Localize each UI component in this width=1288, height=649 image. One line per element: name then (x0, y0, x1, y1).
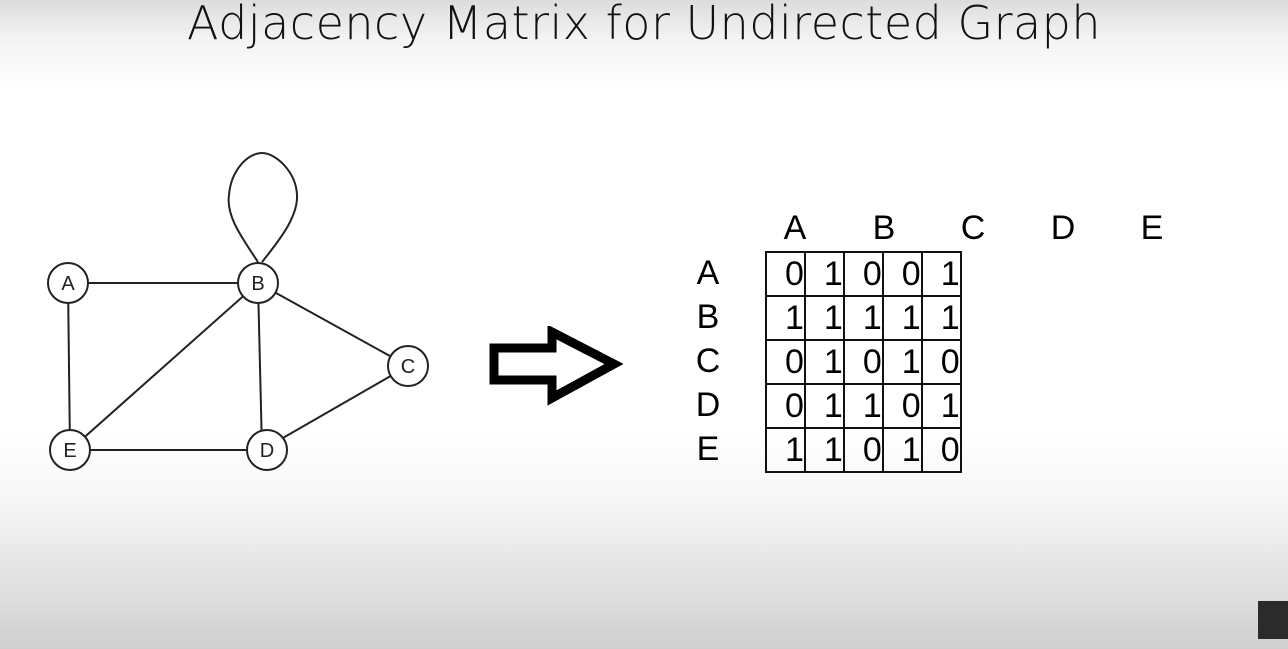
matrix-cell: 1 (803, 339, 845, 385)
row-header-b: B (696, 298, 720, 336)
node-d: D (246, 429, 288, 471)
matrix-cell: 1 (920, 383, 962, 429)
matrix-cell: 1 (881, 295, 923, 341)
matrix-row-b: 1 1 1 1 1 (765, 295, 962, 341)
matrix-cell: 0 (765, 339, 806, 385)
matrix-cell: 0 (842, 251, 884, 297)
matrix-cell: 1 (765, 295, 806, 341)
matrix-cell: 0 (920, 427, 962, 473)
row-header-a: A (696, 254, 720, 292)
matrix-cell: 1 (765, 427, 806, 473)
matrix-row-a: 0 1 0 0 1 (765, 251, 962, 297)
page-title: Adjacency Matrix for Undirected Graph (186, 0, 1102, 50)
matrix-cell: 0 (881, 383, 923, 429)
matrix-cell: 0 (765, 383, 806, 429)
edge-A-E (67, 282, 71, 451)
node-label-d: D (260, 440, 274, 462)
matrix-row-d: 0 1 1 0 1 (765, 383, 962, 429)
row-header-d: D (695, 386, 721, 424)
channel-logo-icon (1258, 601, 1288, 639)
matrix-cell: 1 (920, 251, 962, 297)
node-label-c: C (401, 356, 415, 378)
matrix-grid: 0 1 0 0 1 1 1 1 1 1 0 1 0 1 0 0 1 1 0 1 (765, 251, 962, 473)
col-header-d: D (1050, 209, 1076, 247)
matrix-cell: 1 (881, 427, 923, 473)
edge-C-D (261, 365, 409, 451)
matrix-cell: 0 (842, 339, 884, 385)
matrix-cell: 0 (881, 251, 923, 297)
node-e: E (49, 429, 91, 471)
col-header-e: E (1140, 209, 1164, 247)
graph-diagram: A B C D E (47, 151, 429, 471)
col-header-a: A (783, 209, 807, 247)
matrix-cell: 1 (920, 295, 962, 341)
row-header-c: C (695, 342, 721, 380)
matrix-cell: 0 (920, 339, 962, 385)
col-header-b: B (872, 209, 896, 247)
node-label-a: A (61, 273, 75, 295)
matrix-cell: 1 (881, 339, 923, 385)
matrix-row-c: 0 1 0 1 0 (765, 339, 962, 385)
node-c: C (387, 345, 429, 387)
matrix-cell: 0 (842, 427, 884, 473)
matrix-cell: 1 (842, 383, 884, 429)
matrix-cell: 1 (803, 383, 845, 429)
node-a: A (47, 262, 89, 304)
edge-B-E (69, 282, 259, 451)
node-b: B (237, 262, 279, 304)
matrix-cell: 0 (765, 251, 806, 297)
matrix-cell: 1 (842, 295, 884, 341)
edge-B-D (257, 282, 263, 451)
matrix-cell: 1 (803, 427, 845, 473)
node-label-e: E (63, 440, 76, 462)
col-header-c: C (960, 209, 986, 247)
edge-B-C (257, 282, 409, 367)
row-header-e: E (696, 430, 720, 468)
right-arrow-icon (489, 326, 623, 406)
matrix-cell: 1 (803, 251, 845, 297)
matrix-row-e: 1 1 0 1 0 (765, 427, 962, 473)
edge-B-B (227, 151, 299, 263)
node-label-b: B (251, 273, 264, 295)
matrix-cell: 1 (803, 295, 845, 341)
